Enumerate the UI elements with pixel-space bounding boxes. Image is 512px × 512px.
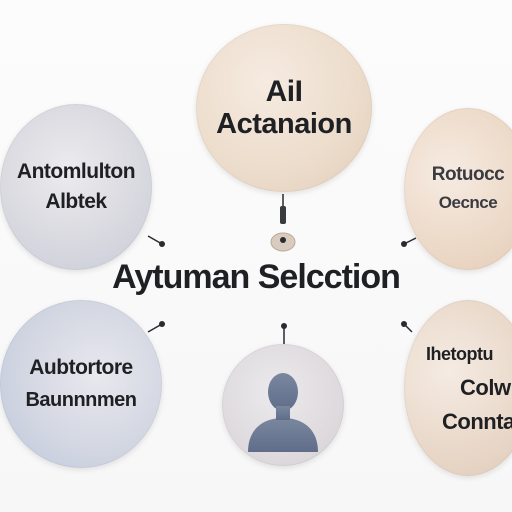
node-right-line1: Rotuocc <box>431 164 505 185</box>
node-bottom-left: Aubtortore Baunnnmen <box>0 300 162 468</box>
node-bottom-right-line3: Conntal <box>442 409 512 434</box>
node-bottom-left-line1: Aubtortore <box>29 356 133 379</box>
node-bottom-right-line1: Ihetoptu <box>426 344 493 364</box>
connector-bottom-center-dot <box>281 323 287 329</box>
connector-top-handle <box>280 206 286 224</box>
node-top-line2: Actanaion <box>216 108 352 140</box>
node-left-line1: Antomlulton <box>16 160 136 183</box>
person-silhouette-icon <box>248 373 318 452</box>
node-left-line2: Albtek <box>45 190 107 213</box>
connector-left-dot <box>159 241 165 247</box>
connector-bottom-left-dot <box>159 321 165 327</box>
connector-bottom-right-dot <box>401 321 407 327</box>
connector-right-dot <box>401 241 407 247</box>
node-bottom-left-line2: Baunnnmen <box>25 389 137 411</box>
node-right: Rotuocc Oecnce <box>404 108 512 270</box>
node-bottom-right-line2: Colw <box>460 375 511 400</box>
node-right-line2: Oecnce <box>438 193 498 212</box>
node-left: Antomlulton Albtek <box>0 104 152 270</box>
center-title: Aytuman Selcction <box>112 258 401 296</box>
connector-top-dot <box>280 237 286 243</box>
node-top-line1: AiI <box>265 75 303 108</box>
node-bottom-right: Ihetoptu Colw Conntal <box>404 300 512 476</box>
node-top: AiI Actanaion <box>196 24 372 192</box>
